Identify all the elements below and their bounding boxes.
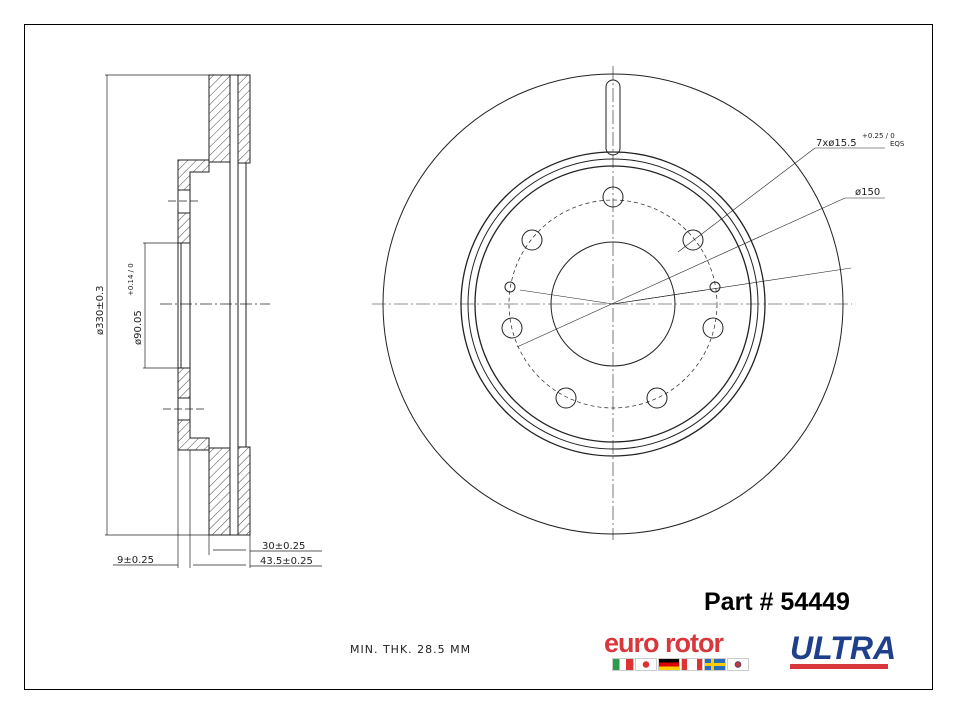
- min-thickness-note: MIN. THK. 28.5 MM: [350, 643, 472, 656]
- flag-italy-icon: [612, 658, 634, 671]
- bolt-circle-label: ø150: [855, 187, 880, 198]
- bolt-holes-note: EQS: [890, 140, 905, 148]
- eurorotor-logo: euro rotor: [604, 628, 724, 658]
- side-section-view: [105, 74, 322, 568]
- outer-diameter-label: ø330±0.3: [95, 286, 106, 336]
- flag-sweden-icon: [704, 658, 726, 671]
- bolt-holes-label: 7xø15.5: [816, 138, 857, 149]
- center-bore-label: ø90.05: [133, 310, 144, 345]
- flags-strip: [612, 658, 749, 671]
- flag-germany-icon: [658, 658, 680, 671]
- flag-canada-icon: [681, 658, 703, 671]
- center-bore-tolerance: +0.14 / 0: [127, 263, 135, 296]
- part-number: Part # 54449: [704, 588, 850, 616]
- bolt-holes-tolerance: +0.25 / 0: [862, 132, 895, 140]
- hat-thickness-label: 9±0.25: [117, 555, 154, 566]
- ultra-logo: ULTRA: [790, 630, 897, 666]
- flag-japan-icon: [635, 658, 657, 671]
- ultra-logo-bar: [790, 664, 888, 669]
- flag-korea-icon: [727, 658, 749, 671]
- overall-height-label: 43.5±0.25: [260, 556, 313, 567]
- disc-thickness-label: 30±0.25: [262, 541, 305, 552]
- drawing-frame: [24, 24, 933, 690]
- front-view: [372, 66, 885, 540]
